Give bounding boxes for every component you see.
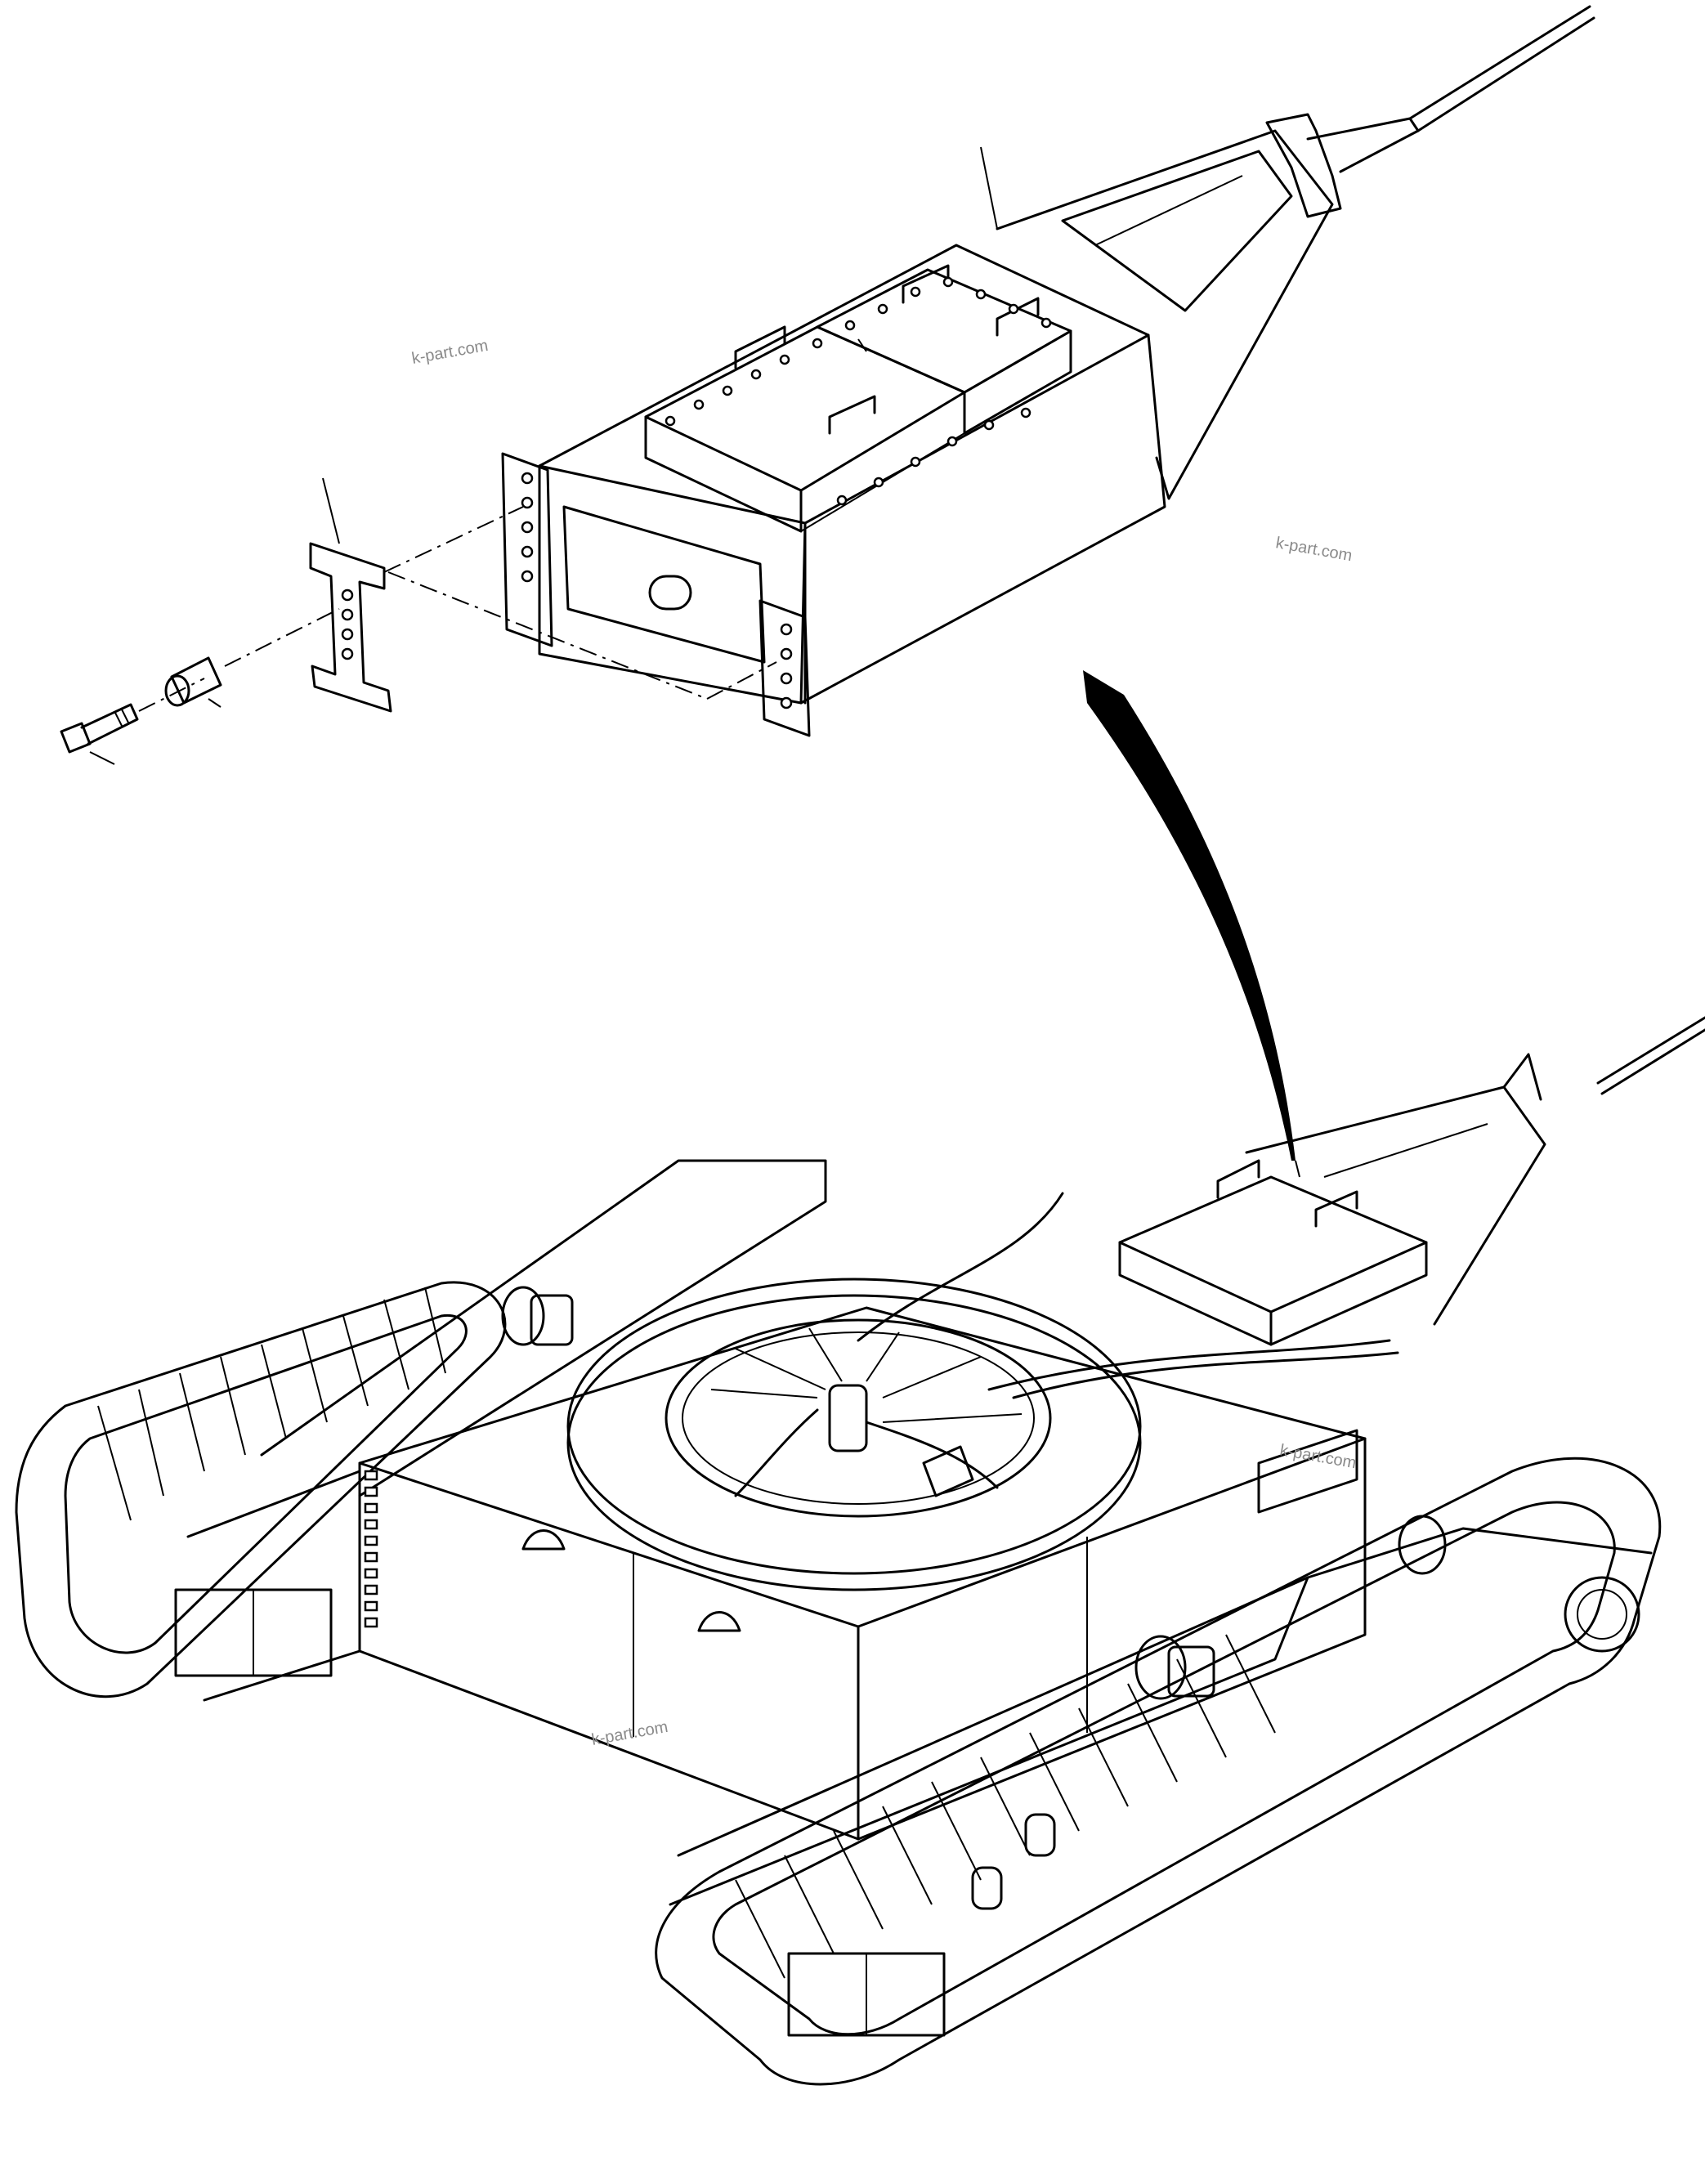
track-shoes-right	[735, 1634, 1276, 1979]
bushing	[164, 656, 222, 707]
exploded-parts	[60, 506, 777, 765]
sprocket	[1564, 1576, 1640, 1653]
watermark-1: k-part.com	[410, 337, 490, 368]
undercarriage	[15, 1016, 1705, 2086]
track-left	[15, 1281, 507, 1698]
flange-holes-right	[780, 623, 793, 709]
assembly-arrow	[1083, 670, 1296, 1161]
grille-left	[364, 1470, 378, 1628]
center-swivel-joint	[828, 1384, 868, 1452]
cover-bolts	[665, 276, 1052, 506]
track-right	[655, 1457, 1662, 2086]
flange-holes-left	[521, 472, 534, 583]
track-shoes-left	[97, 1287, 446, 1521]
bolt	[60, 703, 139, 754]
watermark-2: k-part.com	[1274, 534, 1354, 565]
upper-assembly	[322, 5, 1595, 737]
spacer-plate	[309, 542, 392, 713]
watermark-4: k-part.com	[590, 1718, 669, 1749]
swing-circle	[566, 1278, 1142, 1575]
